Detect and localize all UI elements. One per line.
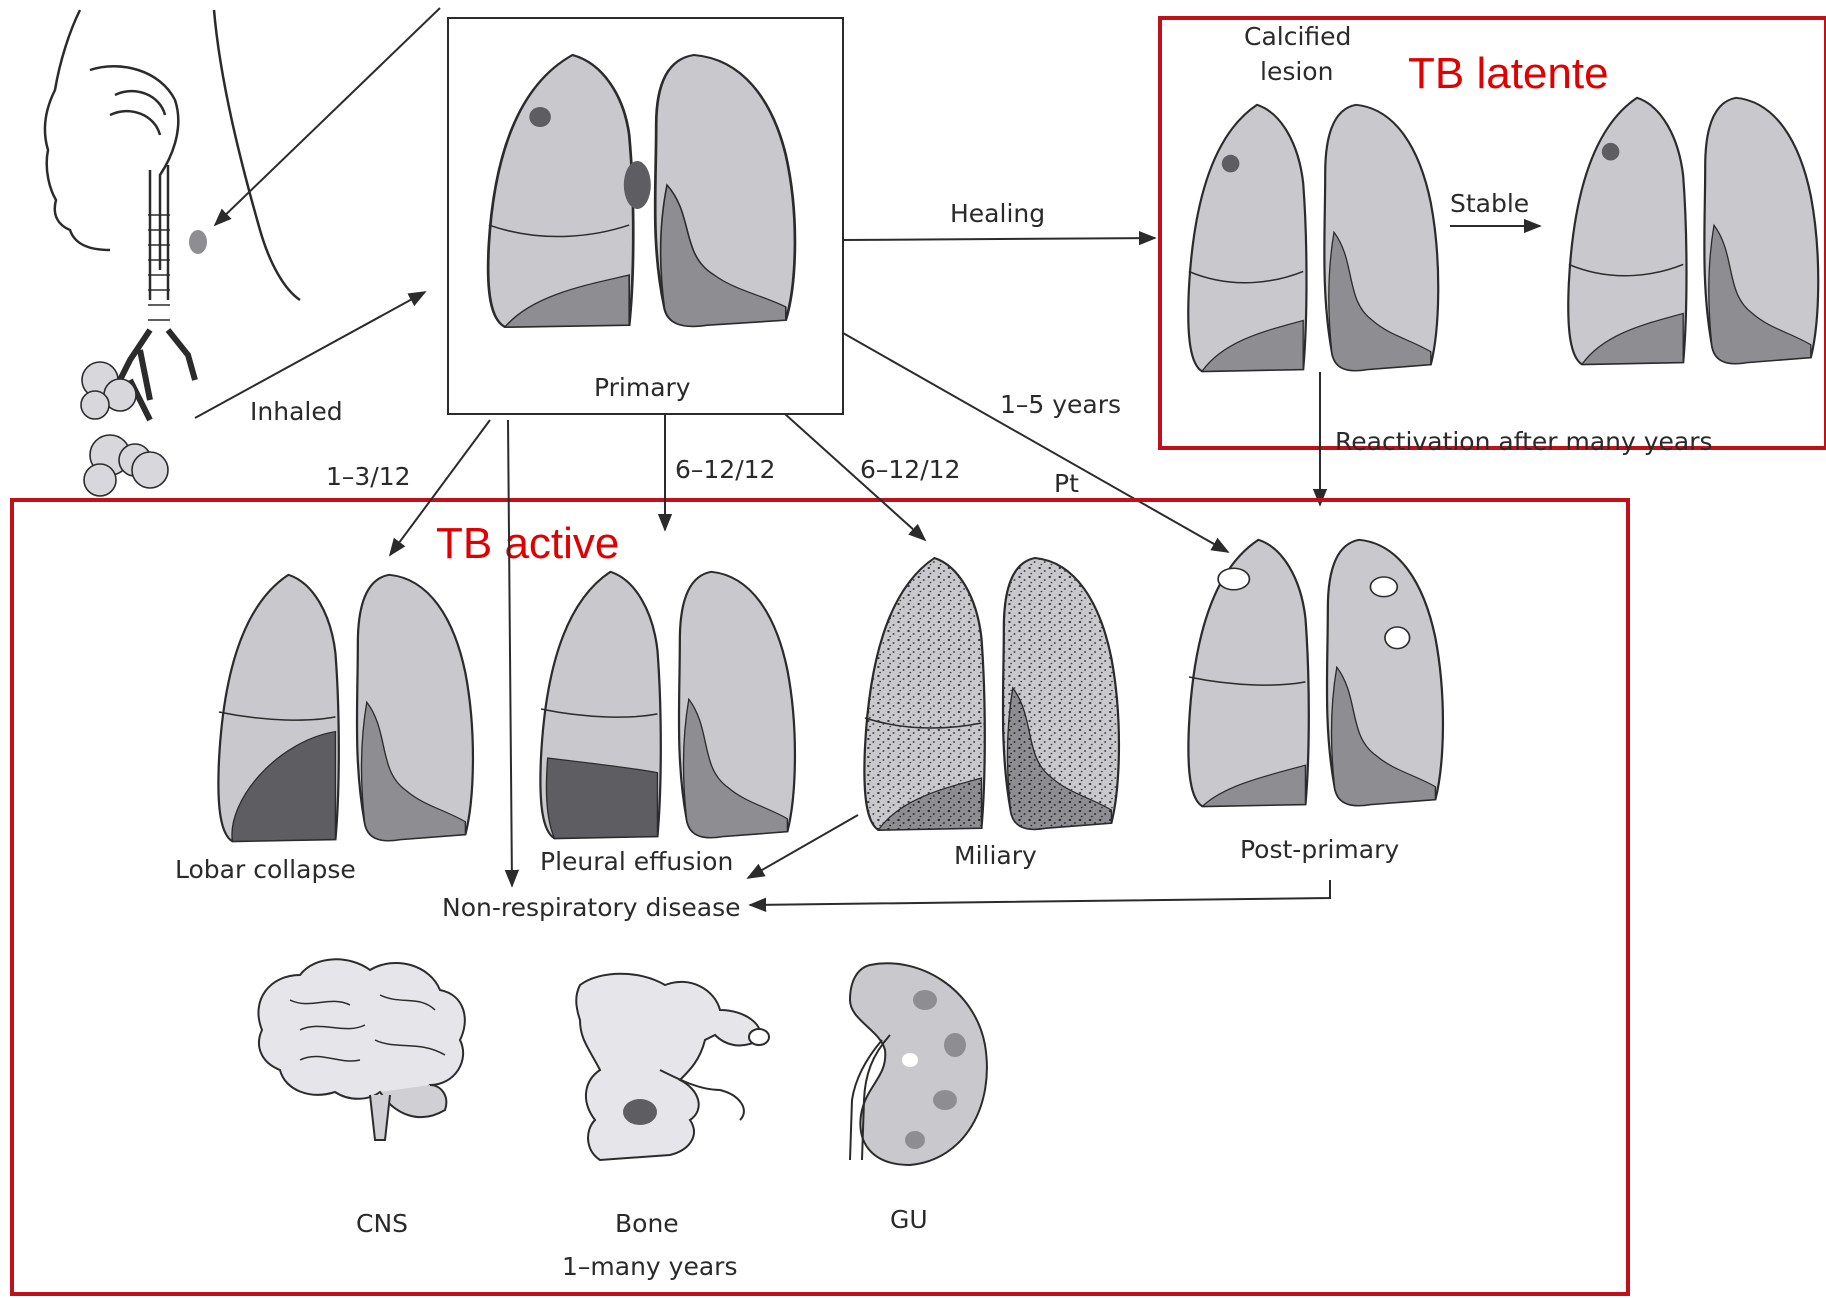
pt-label: Pt (1054, 469, 1079, 498)
non-respiratory-direct-arrow (508, 420, 512, 886)
vertebra-icon (576, 974, 769, 1160)
primary-label: Primary (594, 373, 691, 402)
healing-label: Healing (950, 199, 1045, 228)
stable-lungs (1568, 98, 1818, 365)
bone-label: Bone (615, 1209, 679, 1238)
one-five-years-label: 1–5 years (1000, 390, 1121, 419)
miliary-lungs (864, 558, 1119, 830)
post-primary-label: Post-primary (1240, 835, 1399, 864)
postprimary-to-nonresp-arrow (750, 880, 1330, 905)
cns-label: CNS (356, 1209, 408, 1238)
pleural-effusion-label: Pleural effusion (540, 847, 733, 876)
tb-active-label: TB active (436, 519, 619, 568)
pleural-effusion-lungs (540, 572, 795, 839)
six-twelve-label-a: 6–12/12 (675, 455, 775, 484)
gu-label: GU (890, 1205, 928, 1234)
reactivation-label: Reactivation after many years (1335, 427, 1713, 456)
calcified-label-line2: lesion (1260, 57, 1333, 86)
many-years-label: 1–many years (562, 1252, 737, 1281)
one-three-label: 1–3/12 (326, 462, 411, 491)
six-twelve-label-b: 6–12/12 (860, 455, 960, 484)
stable-label: Stable (1450, 189, 1529, 218)
kidney-icon (850, 963, 987, 1165)
brain-icon (258, 959, 464, 1140)
lobar-collapse-label: Lobar collapse (175, 855, 356, 884)
exhaled-spread-arrow (215, 8, 440, 225)
inhaled-label: Inhaled (250, 397, 343, 426)
miliary-label: Miliary (954, 841, 1037, 870)
tb-latent-label: TB latente (1408, 49, 1609, 98)
lobar-collapse-lungs (218, 575, 473, 842)
healing-arrow (843, 238, 1155, 240)
calcified-lesion-lungs (1188, 105, 1438, 372)
post-primary-lungs (1188, 540, 1443, 807)
non-respiratory-label: Non-respiratory disease (442, 893, 740, 922)
calcified-label-line1: Calcified (1244, 22, 1351, 51)
